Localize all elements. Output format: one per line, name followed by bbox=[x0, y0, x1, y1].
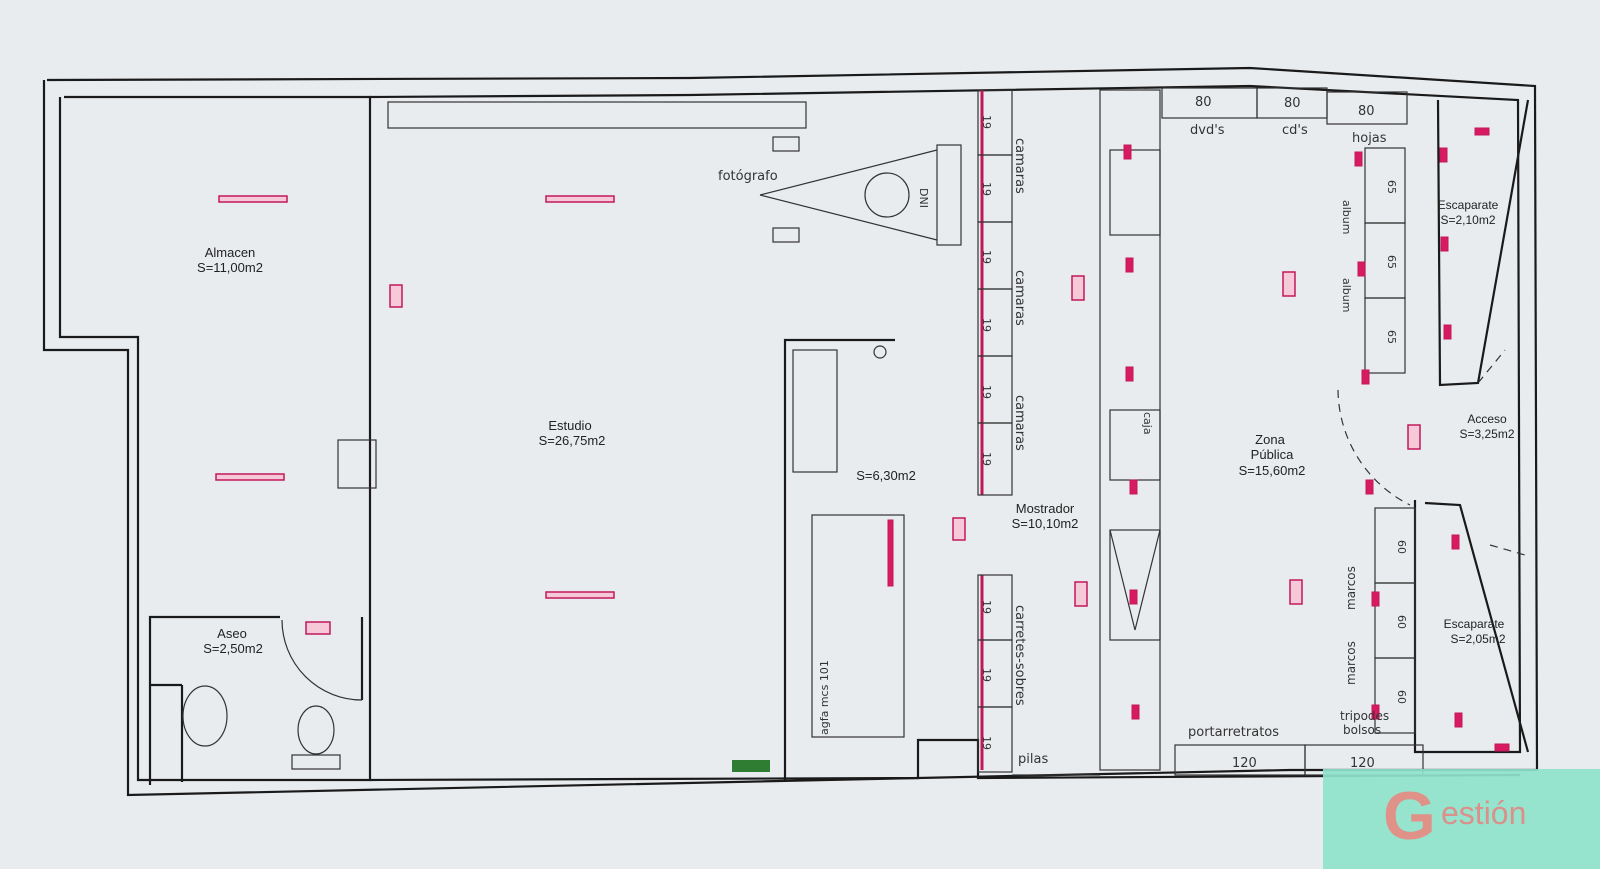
room-label-publica: Pública bbox=[1251, 447, 1294, 462]
dim-19: 19 bbox=[980, 600, 993, 614]
dim-120-1: 120 bbox=[1232, 756, 1257, 771]
room-label-escaparate-2: Escaparate bbox=[1444, 617, 1505, 631]
dim-19: 19 bbox=[980, 385, 993, 399]
label-hojas: hojas bbox=[1352, 131, 1387, 146]
dim-60: 60 bbox=[1395, 540, 1408, 554]
room-area-almacen: S=11,00m2 bbox=[197, 260, 263, 275]
room-area-acceso: S=3,25m2 bbox=[1459, 427, 1514, 441]
room-area-aseo: S=2,50m2 bbox=[203, 641, 263, 656]
room-area-escaparate-2: S=2,05m2 bbox=[1450, 632, 1505, 646]
dim-80-1: 80 bbox=[1195, 95, 1212, 110]
label-album-1: album bbox=[1340, 200, 1353, 234]
dim-19: 19 bbox=[980, 668, 993, 682]
gestion-logo: G estión bbox=[1323, 769, 1600, 869]
dim-19: 19 bbox=[980, 318, 993, 332]
dim-19: 19 bbox=[980, 115, 993, 129]
water-icon bbox=[873, 345, 887, 359]
room-label-mostrador: Mostrador bbox=[1016, 501, 1075, 516]
dim-65: 65 bbox=[1385, 255, 1398, 269]
room-label-acceso: Acceso bbox=[1467, 412, 1507, 426]
dim-19: 19 bbox=[980, 736, 993, 750]
dim-19: 19 bbox=[980, 182, 993, 196]
dim-120-2: 120 bbox=[1350, 756, 1375, 771]
room-area-lab: S=6,30m2 bbox=[856, 468, 916, 483]
label-marcos-1: marcos bbox=[1344, 566, 1358, 610]
label-camaras-3: camaras bbox=[1012, 395, 1027, 451]
label-dni: DNI bbox=[917, 188, 930, 208]
ceiling-lights bbox=[215, 195, 1421, 635]
room-label-aseo: Aseo bbox=[217, 626, 247, 641]
label-bolsos: bolsos bbox=[1343, 723, 1381, 737]
room-label-escaparate-1: Escaparate bbox=[1438, 198, 1499, 212]
room-area-estudio: S=26,75m2 bbox=[539, 433, 606, 448]
label-marcos-2: marcos bbox=[1344, 641, 1358, 685]
room-area-zona: S=15,60m2 bbox=[1239, 463, 1306, 478]
label-camaras-1: camaras bbox=[1012, 138, 1027, 194]
label-album-2: album bbox=[1340, 278, 1353, 312]
label-agfa: agfa mcs 101 bbox=[818, 660, 831, 735]
room-label-estudio: Estudio bbox=[548, 418, 591, 433]
label-caja: caja bbox=[1141, 412, 1154, 435]
logo-text: estión bbox=[1441, 795, 1527, 831]
label-camaras-2: camaras bbox=[1012, 270, 1027, 326]
dim-80-2: 80 bbox=[1284, 96, 1301, 111]
dim-65: 65 bbox=[1385, 180, 1398, 194]
label-carretes-sobres: carretes-sobres bbox=[1012, 605, 1027, 706]
dim-60: 60 bbox=[1395, 615, 1408, 629]
room-area-escaparate-1: S=2,10m2 bbox=[1440, 213, 1495, 227]
electrical-panel bbox=[732, 760, 770, 772]
label-portarretratos: portarretratos bbox=[1188, 725, 1279, 740]
dim-19: 19 bbox=[980, 452, 993, 466]
dim-19: 19 bbox=[980, 250, 993, 264]
label-pilas: pilas bbox=[1018, 752, 1048, 767]
logo-letter: G bbox=[1383, 778, 1436, 854]
outer-wall bbox=[42, 66, 1539, 797]
room-label-zona: Zona bbox=[1255, 432, 1285, 447]
label-tripodes: tripodes bbox=[1340, 709, 1389, 723]
dim-65: 65 bbox=[1385, 330, 1398, 344]
dim-60: 60 bbox=[1395, 690, 1408, 704]
label-fotografo: fotógrafo bbox=[718, 169, 778, 184]
inner-wall bbox=[58, 95, 372, 782]
room-area-mostrador: S=10,10m2 bbox=[1012, 516, 1079, 531]
dim-80-3: 80 bbox=[1358, 104, 1375, 119]
label-dvds: dvd's bbox=[1190, 123, 1225, 138]
room-label-almacen: Almacen bbox=[205, 245, 256, 260]
label-cds: cd's bbox=[1282, 123, 1308, 138]
